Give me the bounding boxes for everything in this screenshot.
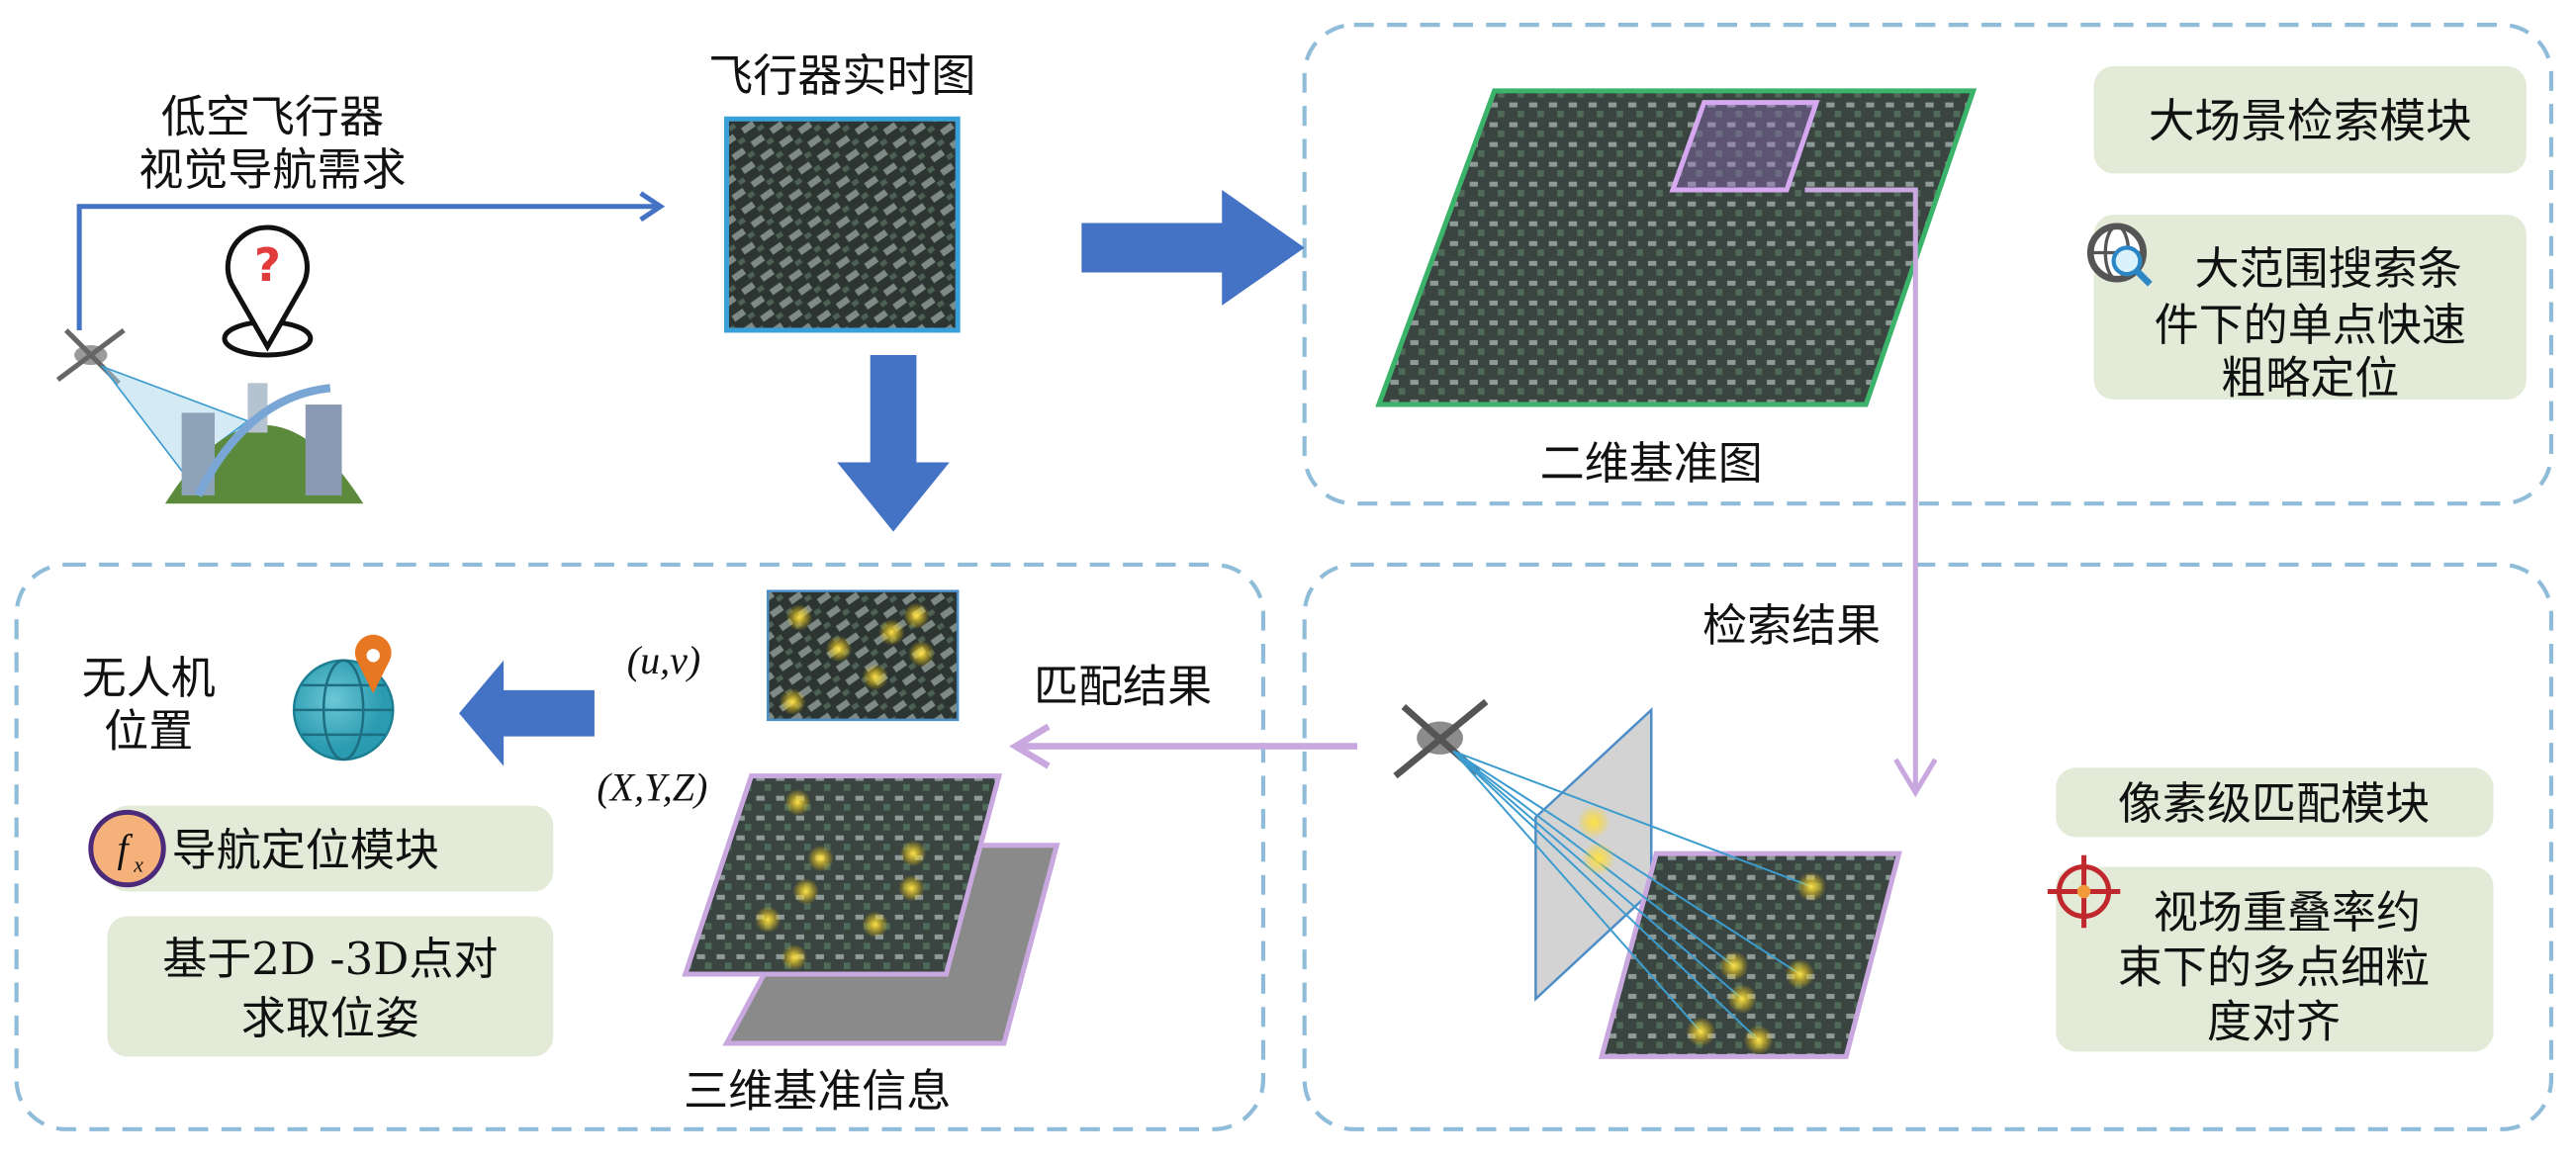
retrieval-result-label: 检索结果 bbox=[1702, 599, 1881, 652]
navigation-module-title: 导航定位模块 bbox=[172, 824, 439, 876]
retrieved-map-patch bbox=[1598, 851, 1902, 1059]
navigation-module-title-box bbox=[107, 805, 554, 892]
uav-position-line2: 位置 bbox=[104, 705, 193, 758]
match-result-arrowhead bbox=[1009, 723, 1051, 769]
matching-panel bbox=[1302, 562, 2554, 1131]
realtime-aerial-image bbox=[723, 116, 961, 333]
input-connector-arrow bbox=[76, 204, 658, 330]
3d-reference-keypoints bbox=[754, 788, 927, 971]
globe-location-pin-icon bbox=[292, 634, 395, 761]
projection-rays bbox=[1452, 750, 1812, 1041]
matching-description-line1: 视场重叠率约 bbox=[2154, 886, 2421, 939]
matching-description-box bbox=[2056, 866, 2494, 1052]
uav-position-line1: 无人机 bbox=[82, 652, 216, 704]
fx-function-icon: f x bbox=[88, 809, 166, 888]
matching-description-line3: 度对齐 bbox=[2207, 995, 2341, 1047]
crosshair-target-icon bbox=[2047, 854, 2121, 929]
arrow-to-uav-position bbox=[459, 660, 595, 766]
realtime-keypoints bbox=[779, 602, 935, 715]
retrieval-description-line3: 粗略定位 bbox=[2221, 351, 2399, 403]
xyz-coordinate-label: (X,Y,Z) bbox=[597, 765, 707, 810]
retrieval-description-box bbox=[2093, 215, 2527, 401]
city-globe-illustration bbox=[164, 383, 364, 504]
realtime-image-label: 飞行器实时图 bbox=[708, 49, 975, 102]
svg-text:?: ? bbox=[254, 239, 281, 293]
navigation-panel bbox=[14, 562, 1266, 1131]
3d-reference-label: 三维基准信息 bbox=[684, 1064, 951, 1117]
retrieval-module-title: 大场景检索模块 bbox=[2149, 96, 2472, 149]
navigation-description-box bbox=[107, 916, 554, 1057]
retrieval-description-line1: 大范围搜索条 bbox=[2194, 242, 2461, 295]
navigation-description-line1: 基于2D -3D点对 bbox=[162, 933, 498, 985]
retrieval-description-line2: 件下的单点快速 bbox=[2155, 299, 2466, 351]
retrieved-region-highlight bbox=[1669, 100, 1820, 193]
location-question-pin-icon: ? bbox=[222, 224, 314, 358]
input-arrowhead bbox=[639, 191, 666, 223]
input-title-line1: 低空飞行器 bbox=[161, 91, 384, 143]
navigation-description-line2: 求取位姿 bbox=[241, 992, 419, 1044]
retrieval-result-arrowhead bbox=[1893, 758, 1938, 798]
retrieval-result-connector bbox=[1804, 187, 1918, 789]
input-title-line2: 视觉导航需求 bbox=[138, 143, 406, 196]
2d-reference-map bbox=[1375, 88, 1978, 407]
match-result-label: 匹配结果 bbox=[1034, 661, 1212, 713]
2d-map-label: 二维基准图 bbox=[1540, 437, 1763, 490]
globe-search-icon bbox=[2086, 223, 2153, 287]
matching-description-line2: 束下的多点细粒 bbox=[2118, 940, 2430, 993]
arrow-to-retrieval bbox=[1081, 190, 1305, 306]
matched-keypoints bbox=[1577, 805, 1827, 1055]
svg-text:x: x bbox=[133, 852, 143, 876]
retrieval-panel bbox=[1302, 23, 2554, 506]
matching-module-title: 像素级匹配模块 bbox=[2118, 777, 2430, 830]
retrieval-module-title-box bbox=[2093, 65, 2527, 174]
3d-reference-layer-front bbox=[682, 773, 1003, 977]
uv-coordinate-label: (u,v) bbox=[627, 638, 700, 682]
matching-module-title-box bbox=[2056, 767, 2494, 838]
arrow-to-navigation bbox=[837, 354, 950, 532]
